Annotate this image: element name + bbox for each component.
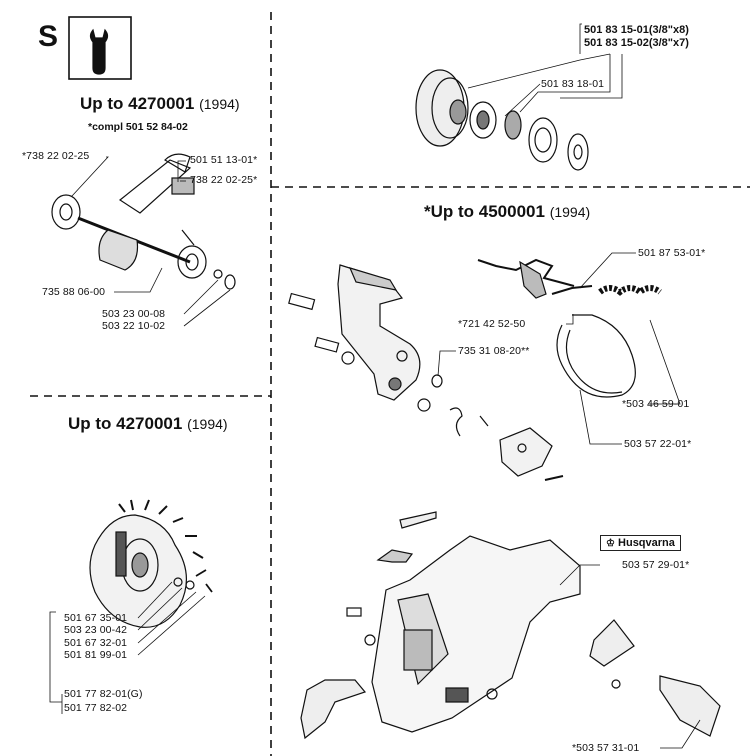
part-label: 735 31 08-20** bbox=[458, 345, 530, 357]
section-letter: S bbox=[38, 20, 59, 53]
husqvarna-brand-plate: ♔ Husqvarna bbox=[600, 535, 681, 551]
title-top-left-text: Up to 4270001 bbox=[80, 94, 195, 113]
flywheel-drawing bbox=[89, 499, 213, 628]
part-label: 735 88 06-00 bbox=[42, 286, 106, 298]
part-label: 501 83 18-01 bbox=[541, 78, 605, 90]
part-label: 501 83 15-02(3/8"x7) bbox=[584, 37, 689, 49]
leader-lines-mid-right bbox=[437, 252, 681, 445]
title-top-left-year: (1994) bbox=[199, 96, 240, 112]
clutch-drum-drawing bbox=[415, 69, 589, 171]
subtitle-top-left: *compl 501 52 84-02 bbox=[88, 121, 188, 133]
part-label: 503 23 00-08 bbox=[102, 308, 166, 320]
part-label: 501 83 15-01(3/8"x8) bbox=[584, 24, 689, 36]
chain-brake-drawing bbox=[288, 258, 662, 481]
part-label: *503 46 59-01 bbox=[622, 398, 690, 410]
title-bottom-left-year: (1994) bbox=[187, 416, 228, 432]
title-mid-right-year: (1994) bbox=[549, 204, 591, 220]
leader-lines-top-left bbox=[71, 156, 231, 327]
part-label: 503 23 00-42 bbox=[64, 624, 128, 636]
part-label: 503 57 29-01* bbox=[622, 559, 690, 571]
side-cover-drawing bbox=[300, 511, 721, 740]
title-bottom-left: Up to 4270001 (1994) bbox=[68, 414, 228, 434]
part-label: 501 77 82-02 bbox=[64, 702, 128, 714]
part-label: *738 22 02-25 bbox=[22, 150, 90, 162]
title-top-left: Up to 4270001 (1994) bbox=[80, 94, 240, 114]
part-label: 501 67 32-01 bbox=[64, 637, 128, 649]
title-bottom-left-text: Up to 4270001 bbox=[68, 414, 183, 433]
part-label: 503 22 10-02 bbox=[102, 320, 166, 332]
part-label: *503 57 31-01 bbox=[572, 742, 640, 754]
leader-lines-bottom-left bbox=[49, 581, 206, 714]
crankshaft-drawing bbox=[51, 153, 236, 290]
part-label: 501 87 53-01* bbox=[638, 247, 706, 259]
brand-name: Husqvarna bbox=[618, 537, 675, 549]
part-label: 501 51 13-01* bbox=[190, 154, 258, 166]
crown-icon: ♔ bbox=[606, 538, 615, 549]
title-mid-right-text: *Up to 4500001 bbox=[424, 202, 545, 221]
part-label: 501 81 99-01 bbox=[64, 649, 128, 661]
title-mid-right: *Up to 4500001 (1994) bbox=[424, 202, 590, 222]
part-label: 738 22 02-25* bbox=[190, 174, 258, 186]
wrench-icon bbox=[68, 16, 132, 80]
leader-lines-bottom-right bbox=[559, 564, 701, 749]
part-label: 501 67 35-01 bbox=[64, 612, 128, 624]
part-label: 501 77 82-01(G) bbox=[64, 688, 143, 700]
part-label: 503 57 22-01* bbox=[624, 438, 692, 450]
part-label: *721 42 52-50 bbox=[458, 318, 526, 330]
leader-lines-top-right bbox=[467, 23, 623, 117]
